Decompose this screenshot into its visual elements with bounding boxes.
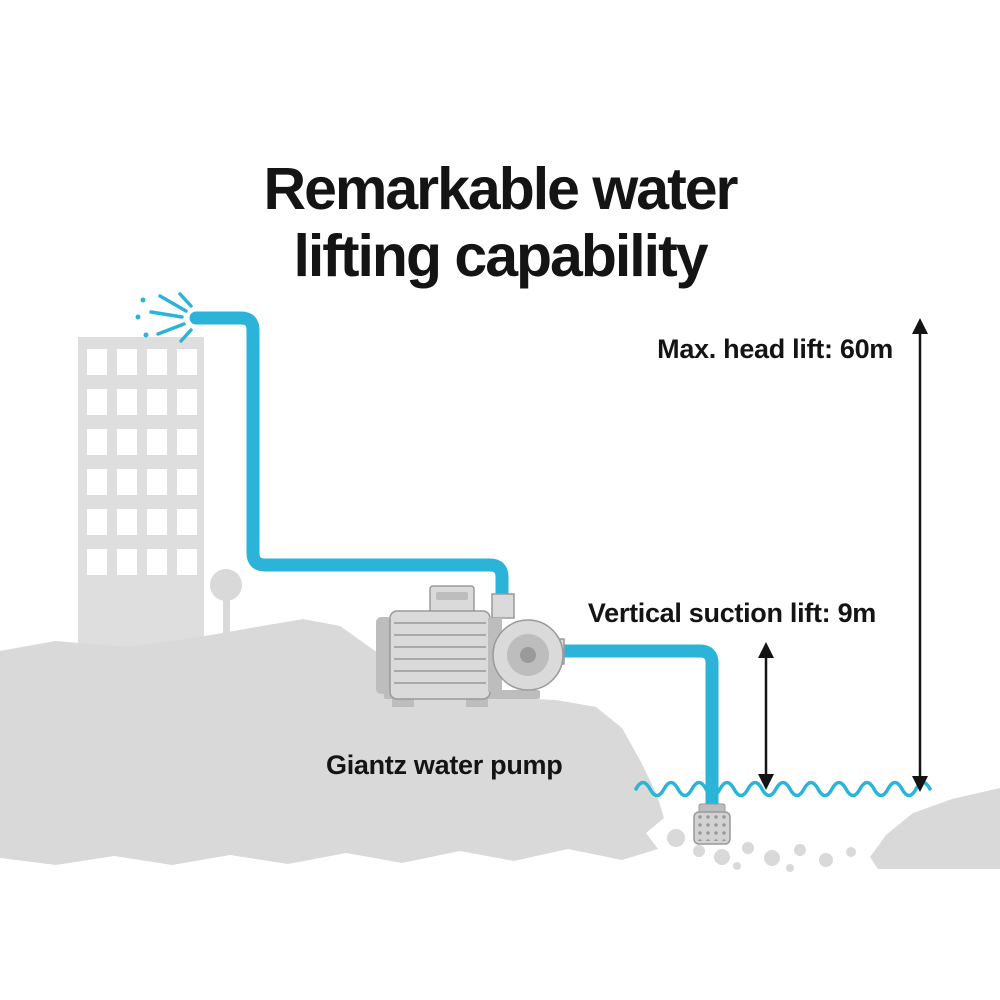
- pump-caption: Giantz water pump: [326, 750, 563, 780]
- ground-silhouette: [0, 619, 664, 865]
- water-line: [634, 780, 932, 798]
- water-pump-illustration: [376, 585, 565, 707]
- page-title: Remarkable water lifting capability: [0, 156, 1000, 290]
- building-silhouette: [78, 337, 204, 650]
- tree-silhouette: [210, 569, 242, 644]
- pebbles: [667, 829, 856, 872]
- suction-lift-arrow: [758, 642, 774, 790]
- title-line-1: Remarkable water: [263, 156, 738, 222]
- shore-right-silhouette: [870, 788, 1000, 869]
- title-line-2: lifting capability: [293, 223, 708, 289]
- vertical-suction-lift-label: Vertical suction lift: 9m: [587, 598, 876, 628]
- motor-fins: [394, 622, 486, 684]
- strainer: [693, 803, 731, 845]
- delivery-pipe: [189, 311, 509, 613]
- max-head-lift-label: Max. head lift: 60m: [657, 334, 893, 364]
- suction-pipe: [541, 644, 719, 819]
- head-lift-arrow: [912, 318, 928, 792]
- water-spray: [135, 292, 193, 343]
